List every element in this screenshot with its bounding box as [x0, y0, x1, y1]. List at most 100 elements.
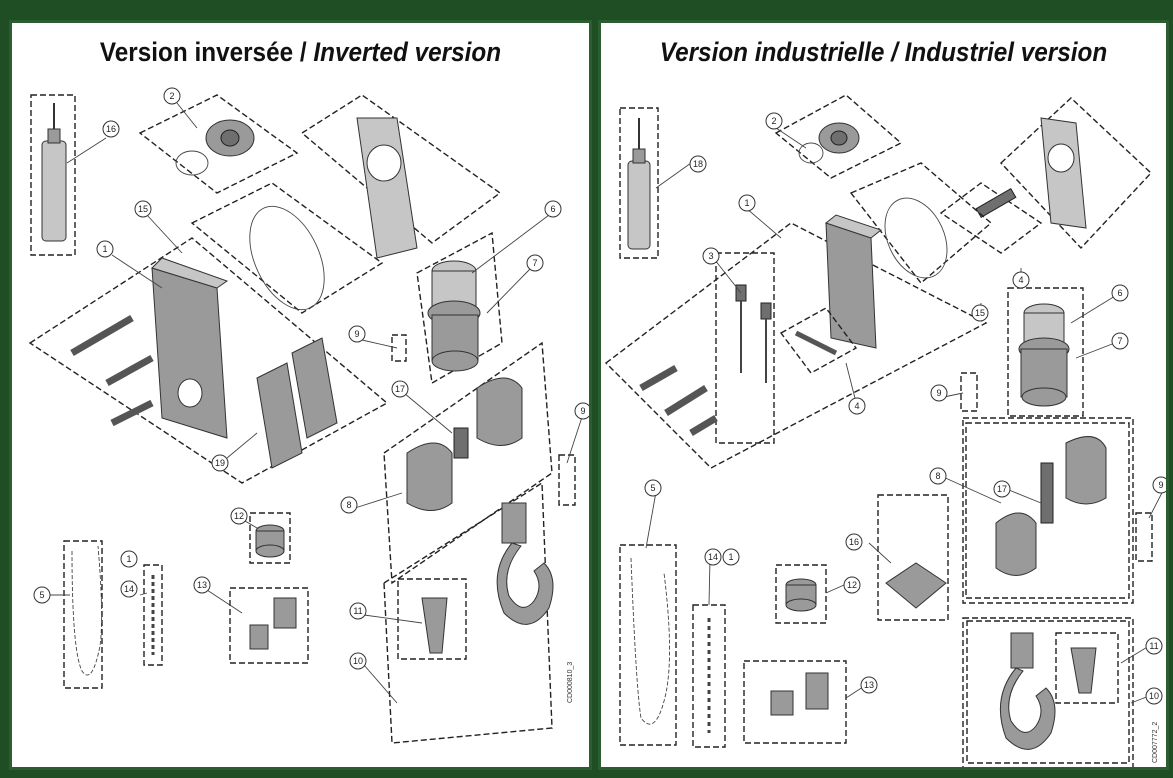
oil-bottle-box-r [619, 107, 659, 259]
callout-r14: 14 [704, 548, 722, 566]
wiring-part-r [735, 284, 772, 383]
latch-part [421, 597, 448, 654]
hook-block-halves-r [995, 436, 1107, 576]
svg-text:12: 12 [234, 511, 244, 521]
housing-bolts [70, 314, 154, 427]
housing-box-r [604, 222, 988, 469]
housing-bolts-r [639, 364, 718, 437]
plate-part-r [885, 562, 947, 609]
svg-text:18: 18 [693, 159, 703, 169]
svg-text:14: 14 [708, 552, 718, 562]
svg-text:7: 7 [1117, 336, 1122, 346]
inverted-version-title: Version inversée / Inverted version [99, 37, 502, 67]
callout-r4a: 4 [1012, 271, 1030, 289]
callout-r1b: 1 [722, 548, 740, 566]
hook-block-inner-r [965, 422, 1130, 599]
svg-text:1: 1 [728, 552, 733, 562]
callout-1: 1 [96, 240, 114, 258]
svg-text:11: 11 [353, 606, 362, 616]
industrial-version-title: Version industrielle / Industriel versio… [659, 37, 1108, 67]
chain [71, 545, 103, 676]
svg-text:6: 6 [550, 204, 555, 214]
nut-part-r [785, 578, 817, 612]
svg-text:7: 7 [532, 258, 537, 268]
bracket-box-r [939, 182, 1043, 254]
svg-text:13: 13 [864, 680, 874, 690]
callout-r15: 15 [971, 304, 989, 322]
oil-bottle [41, 103, 67, 242]
callout-r16: 16 [845, 533, 863, 551]
callout-r5: 5 [644, 479, 662, 497]
svg-text:6: 6 [1117, 288, 1122, 298]
callout-r13: 13 [860, 676, 878, 694]
stopper-box [229, 587, 309, 664]
pin-box-r9a [960, 372, 978, 412]
callout-r7: 7 [1111, 332, 1129, 350]
callout-r6: 6 [1111, 284, 1129, 302]
hook-assembly-box-r [962, 617, 1134, 767]
svg-text:10: 10 [1149, 691, 1159, 701]
svg-text:3: 3 [708, 251, 713, 261]
industrial-drawing-code: CD007772_2 [1152, 722, 1159, 763]
callout-9a: 9 [348, 325, 366, 343]
svg-text:19: 19 [215, 458, 225, 468]
svg-text:12: 12 [847, 580, 857, 590]
callout-12: 12 [230, 507, 248, 525]
stopper-part [249, 597, 297, 650]
svg-text:10: 10 [353, 656, 363, 666]
sprocket-box [416, 231, 503, 385]
sprocket-box-r [1007, 287, 1084, 417]
callout-11: 11 [349, 602, 367, 620]
inverted-version-drawing: 16 2 15 1 6 7 9 17 9 19 8 12 13 11 10 5 … [28, 87, 589, 744]
svg-text:2: 2 [771, 116, 776, 126]
housing-part-r [824, 214, 883, 349]
svg-text:5: 5 [650, 483, 655, 493]
callout-7: 7 [526, 254, 544, 272]
pin-box-9a [391, 334, 407, 362]
svg-text:1: 1 [744, 198, 749, 208]
callout-14: 14 [120, 580, 138, 598]
svg-text:2: 2 [169, 91, 174, 101]
callout-r12: 12 [843, 576, 861, 594]
pin-box-r9b [1135, 512, 1153, 562]
svg-text:15: 15 [138, 204, 148, 214]
callout-2: 2 [163, 87, 181, 105]
callout-r18: 18 [689, 155, 707, 173]
svg-text:9: 9 [580, 406, 585, 416]
svg-text:8: 8 [935, 471, 940, 481]
hook-block-halves [406, 377, 523, 511]
svg-text:1: 1 [126, 554, 131, 564]
stopper-part-r [770, 672, 829, 716]
svg-text:16: 16 [849, 537, 859, 547]
svg-text:11: 11 [1149, 641, 1158, 651]
latch-part-r [1070, 647, 1097, 694]
bracket-part-r [975, 187, 1017, 219]
bracket-box-r2 [779, 307, 858, 374]
chain-stop-box [143, 564, 163, 666]
stopper-box-r [743, 660, 847, 744]
bearing-part-r [798, 122, 860, 164]
callout-r2: 2 [765, 112, 783, 130]
svg-text:14: 14 [124, 584, 134, 594]
callout-r11: 11 [1145, 637, 1163, 655]
o-ring-box [190, 182, 384, 314]
callout-16: 16 [102, 120, 120, 138]
sprocket-part-r [1018, 303, 1070, 407]
callout-r3: 3 [702, 247, 720, 265]
svg-text:1: 1 [102, 244, 107, 254]
hook-part-r [999, 632, 1056, 750]
top-plate [356, 117, 418, 259]
hook-assembly-box [383, 481, 553, 744]
hook-block-box [383, 341, 553, 585]
svg-text:15: 15 [975, 308, 985, 318]
svg-text:5: 5 [39, 590, 44, 600]
nut-box [249, 512, 291, 564]
svg-text:9: 9 [1158, 480, 1163, 490]
callout-10: 10 [349, 652, 367, 670]
callout-13: 13 [193, 576, 211, 594]
svg-text:9: 9 [354, 329, 359, 339]
callout-8: 8 [340, 496, 358, 514]
housing-part [151, 257, 229, 439]
bearing-part [175, 119, 255, 176]
